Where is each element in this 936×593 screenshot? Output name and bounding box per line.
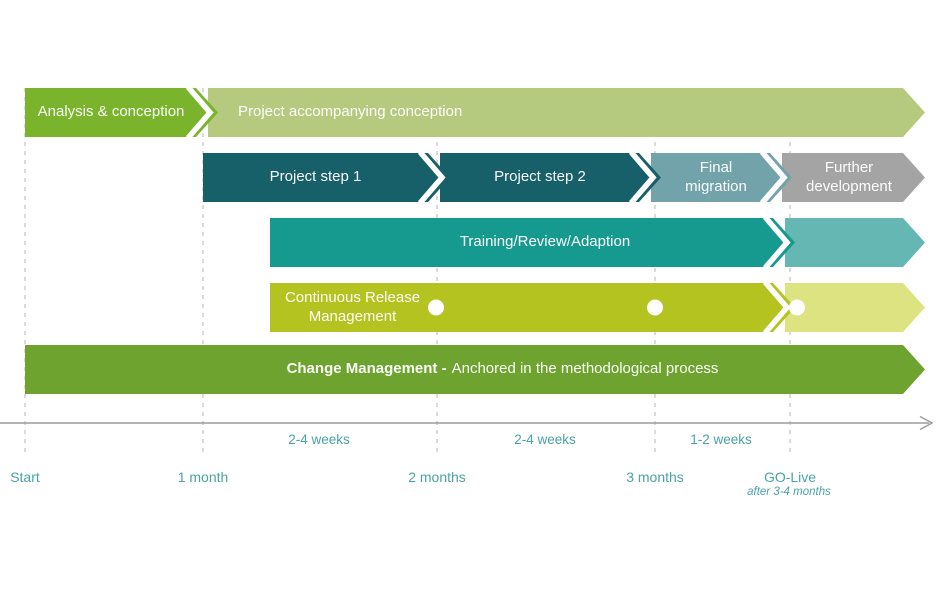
release-milestone-dot-3 — [789, 299, 805, 316]
bar-analysis-conception — [25, 88, 218, 137]
release-milestone-dot-2 — [647, 299, 663, 316]
chevron-separator-row4 — [762, 280, 791, 335]
release-milestone-dot-1 — [428, 299, 444, 316]
chevron-separator-row2-a — [417, 150, 446, 205]
bar-training-continuation — [785, 218, 925, 267]
bar-project-accompanying-conception — [208, 88, 925, 137]
chevron-separator-row2-b — [628, 150, 657, 205]
chevron-separator-row1 — [185, 85, 214, 140]
bar-project-step-2 — [440, 153, 661, 202]
bar-change-management — [25, 345, 925, 394]
chevron-separator-row2-c — [759, 150, 788, 205]
bar-further-development — [782, 153, 925, 202]
bar-continuous-release-management — [270, 283, 795, 332]
chevron-separator-row3 — [762, 215, 791, 270]
time-axis-arrowhead — [919, 415, 934, 431]
bar-training-review-adaption — [270, 218, 795, 267]
bar-release-continuation — [785, 283, 925, 332]
bar-project-step-1 — [203, 153, 450, 202]
bar-final-migration — [651, 153, 792, 202]
